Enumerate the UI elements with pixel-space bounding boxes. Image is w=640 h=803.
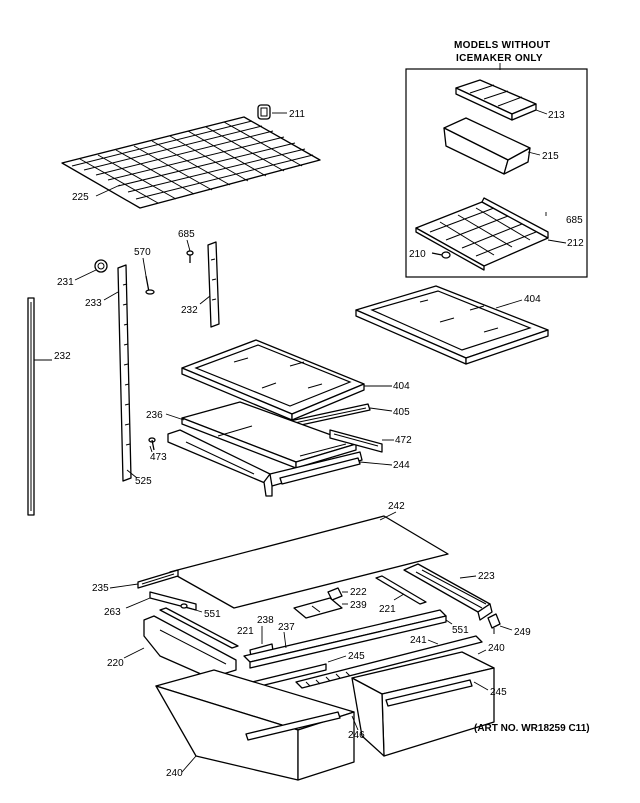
cover-frame-right xyxy=(403,563,493,621)
callout-240-right: 240 xyxy=(488,643,505,654)
callout-211: 211 xyxy=(289,109,305,120)
callout-231: 231 xyxy=(57,277,74,288)
shelf-ladder-rail xyxy=(117,264,132,482)
humidity-slide xyxy=(293,597,343,619)
callout-245-right: 245 xyxy=(490,687,507,698)
callout-404-center: 404 xyxy=(393,381,410,392)
callout-240-left: 240 xyxy=(166,768,183,779)
callout-246: 246 xyxy=(348,730,365,741)
cover-frame-front xyxy=(137,569,179,589)
callout-263: 263 xyxy=(104,607,121,618)
inset-screw xyxy=(431,251,451,259)
callout-525: 525 xyxy=(135,476,152,487)
crisper-drawer-left xyxy=(155,669,355,781)
callout-236: 236 xyxy=(146,410,163,421)
ice-rack xyxy=(415,197,549,271)
ice-tray xyxy=(455,79,537,121)
cover-front-trim xyxy=(243,609,447,669)
shelf-support xyxy=(167,429,363,497)
callout-570: 570 xyxy=(134,247,151,258)
callout-245-upper: 245 xyxy=(348,651,365,662)
crisper-center-rail xyxy=(295,635,483,689)
glass-shelf-center xyxy=(181,339,365,421)
ice-bucket xyxy=(443,117,531,175)
callout-232-left: 232 xyxy=(54,351,71,362)
callout-472: 472 xyxy=(395,435,412,446)
art-number: (ART NO. WR18259 C11) xyxy=(474,723,590,734)
rail-end-cap xyxy=(94,259,108,273)
callout-551-left: 551 xyxy=(204,609,221,620)
inset-title-line1: MODELS WITHOUT xyxy=(454,40,550,51)
cover-support-left xyxy=(149,591,197,611)
callout-232-center: 232 xyxy=(181,305,198,316)
slide-rail xyxy=(329,429,383,453)
wire-shelf xyxy=(61,116,321,209)
callout-237: 237 xyxy=(278,622,295,633)
callout-239: 239 xyxy=(350,600,367,611)
callout-238: 238 xyxy=(257,615,274,626)
callout-551-right: 551 xyxy=(452,625,469,636)
callout-213: 213 xyxy=(548,110,565,121)
callout-221-right: 221 xyxy=(379,604,396,615)
callout-215: 215 xyxy=(542,151,559,162)
inset-title-line2: ICEMAKER ONLY xyxy=(456,53,543,64)
callout-212: 212 xyxy=(567,238,584,249)
screw-685 xyxy=(186,250,194,263)
center-rail xyxy=(207,241,220,328)
callout-685-inset: 685 xyxy=(566,215,583,226)
rail-stop xyxy=(487,613,501,634)
callout-242: 242 xyxy=(388,501,405,512)
glass-shelf-right xyxy=(355,285,549,365)
callout-685-main: 685 xyxy=(178,229,195,240)
screw-473 xyxy=(148,437,156,451)
crisper-cover-glass xyxy=(169,515,449,609)
callout-225: 225 xyxy=(72,192,89,203)
cover-clip xyxy=(327,587,343,601)
callout-221-left: 221 xyxy=(237,626,254,637)
crisper-drawer-right xyxy=(351,651,495,757)
screw-551-left xyxy=(180,603,203,613)
callout-235: 235 xyxy=(92,583,109,594)
callout-249: 249 xyxy=(514,627,531,638)
crisper-side-bracket xyxy=(143,607,239,679)
callout-473: 473 xyxy=(150,452,167,463)
inset-box xyxy=(405,68,588,278)
callout-223: 223 xyxy=(478,571,495,582)
screw-570 xyxy=(145,275,155,295)
left-side-rail xyxy=(27,297,35,516)
callout-241: 241 xyxy=(410,635,427,646)
callout-233: 233 xyxy=(85,298,102,309)
callout-405: 405 xyxy=(393,407,410,418)
callout-220: 220 xyxy=(107,658,124,669)
callout-210: 210 xyxy=(409,249,426,260)
callout-404-right: 404 xyxy=(524,294,541,305)
shelf-clip xyxy=(257,104,271,120)
cover-support-right xyxy=(375,575,427,605)
callout-222: 222 xyxy=(350,587,367,598)
callout-244: 244 xyxy=(393,460,410,471)
